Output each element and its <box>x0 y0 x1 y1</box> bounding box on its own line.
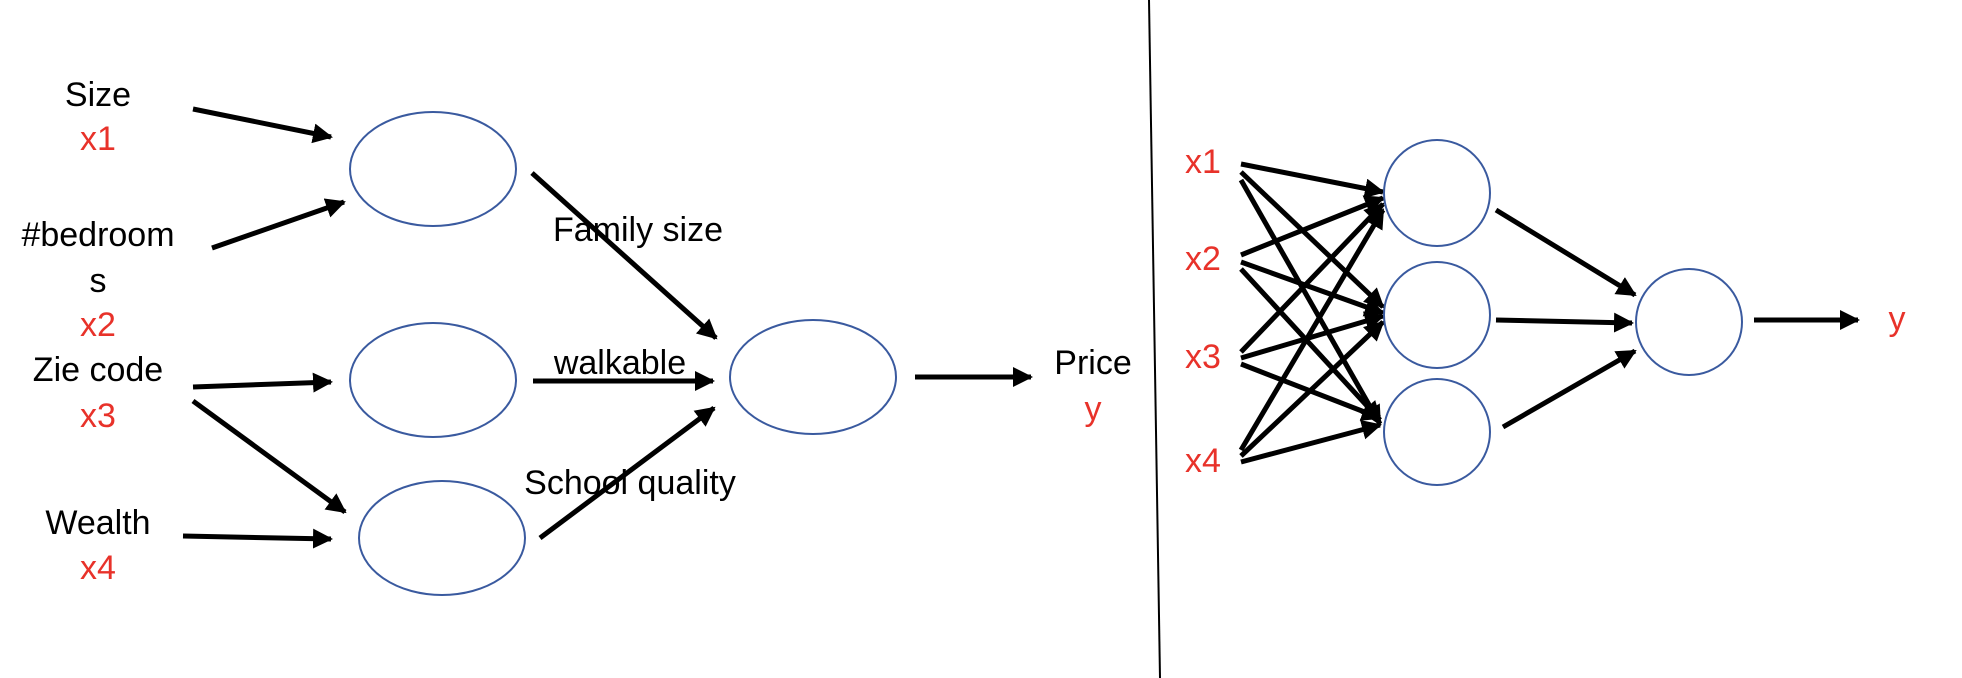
edge-size-to-family <box>192 106 333 144</box>
feature-walkable-label: walkable <box>553 344 686 382</box>
edge-school-to-price <box>538 405 716 541</box>
output-price-label: Price <box>1054 344 1131 382</box>
hidden-node-family-size <box>349 111 517 227</box>
right-output-node <box>1635 268 1743 376</box>
input-bedrooms-label-line1: #bedroom <box>21 216 174 254</box>
feature-school-quality-label: School quality <box>524 464 736 502</box>
right-hidden-node-2 <box>1383 261 1491 369</box>
edge-family-to-price <box>530 171 718 340</box>
edge-x4-h1 <box>1238 208 1386 452</box>
input-x4-label: x4 <box>80 549 116 587</box>
hidden-node-school-quality <box>358 480 526 596</box>
feature-family-size-label: Family size <box>553 211 723 249</box>
output-y-label: y <box>1085 390 1102 428</box>
edge-zipcode-to-walkable <box>192 372 333 393</box>
input-size-label: Size <box>65 76 131 114</box>
right-hidden-node-1 <box>1383 139 1491 247</box>
edge-x1-h2 <box>1239 170 1385 309</box>
edge-x4-h2 <box>1239 320 1385 458</box>
edge-x1-h1 <box>1240 161 1385 199</box>
edge-x2-h3 <box>1239 267 1382 422</box>
right-hidden-node-3 <box>1383 378 1491 486</box>
edge-zipcode-to-school <box>191 398 347 515</box>
left-network: Size x1 #bedroom s x2 Zie code x3 Wealth… <box>21 76 1132 596</box>
edge-x4-h3 <box>1240 419 1382 465</box>
right-input-x4-label: x4 <box>1185 442 1221 480</box>
right-output-y-label: y <box>1889 300 1906 338</box>
edge-x2-h2 <box>1240 259 1385 317</box>
edge-h3-out <box>1501 348 1637 430</box>
output-node-price <box>729 319 897 435</box>
edge-bedrooms-to-family <box>211 198 346 251</box>
edge-x3-h1 <box>1239 202 1385 354</box>
edge-h2-out <box>1495 312 1634 333</box>
edge-x2-h1 <box>1240 195 1385 258</box>
input-wealth-label: Wealth <box>45 504 150 542</box>
right-input-x1-label: x1 <box>1185 143 1221 181</box>
edge-x3-h2 <box>1240 311 1385 361</box>
input-zipcode-label: Zie code <box>33 351 163 389</box>
hidden-node-walkable <box>349 322 517 438</box>
right-network: x1 x2 x3 x4 y <box>1185 139 1906 486</box>
input-x3-label: x3 <box>80 397 116 435</box>
input-bedrooms-label-line2: s <box>90 262 107 300</box>
edge-h1-out <box>1494 207 1637 298</box>
input-x2-label: x2 <box>80 306 116 344</box>
edge-wealth-to-school <box>182 528 333 549</box>
right-input-x3-label: x3 <box>1185 338 1221 376</box>
edge-x1-h3 <box>1238 178 1383 426</box>
input-x1-label: x1 <box>80 120 116 158</box>
right-input-x2-label: x2 <box>1185 240 1221 278</box>
section-divider <box>1148 0 1161 678</box>
